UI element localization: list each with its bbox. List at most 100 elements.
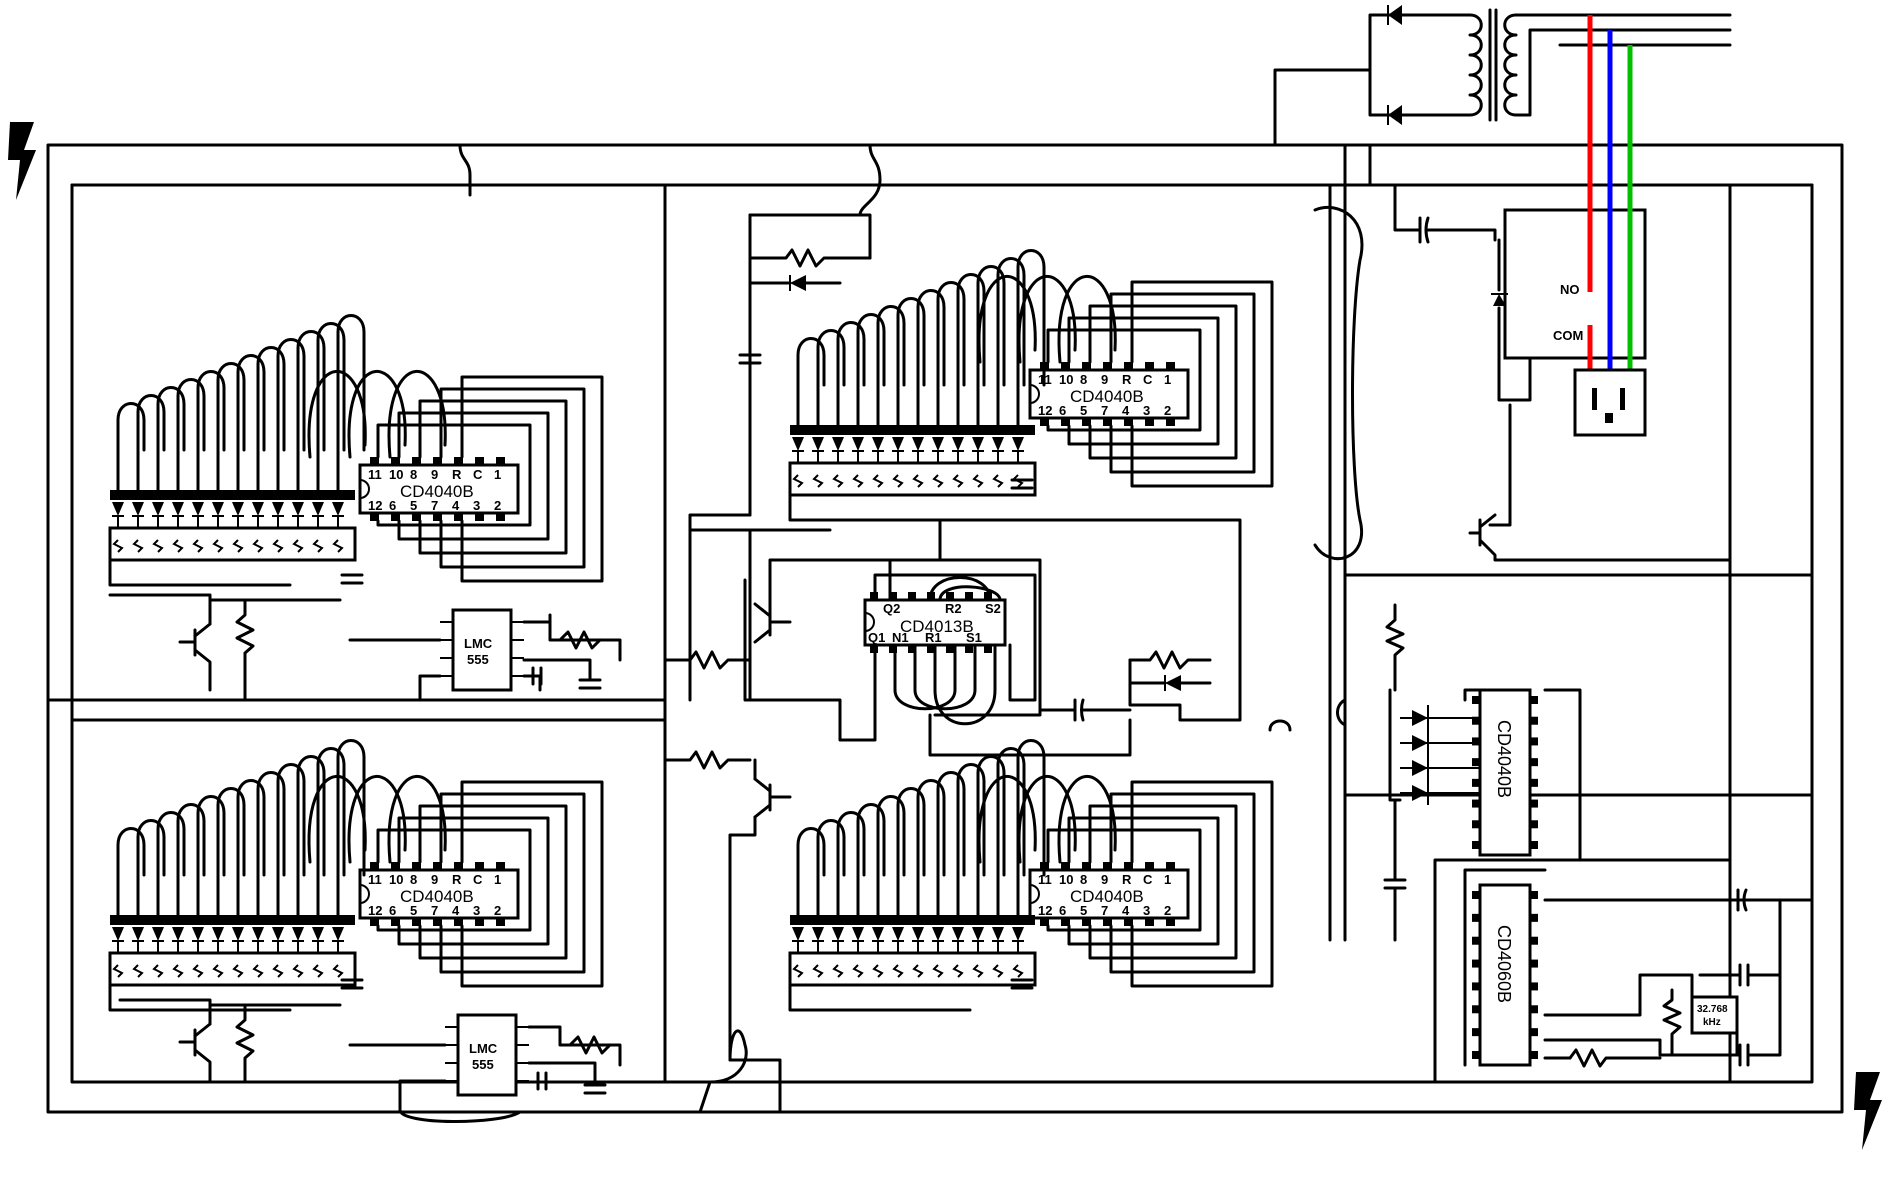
lightning-bolt-icon [1854,1072,1882,1150]
chip-pin [1166,418,1175,426]
chip-pin [433,457,442,465]
timer-label: LMC [464,636,493,651]
counter-arc [977,275,1037,364]
resistor-icon [252,515,264,553]
timer-label: LMC [469,1041,498,1056]
led-wire [876,305,906,427]
chip-pin [927,645,935,653]
chip-pin [1472,1051,1480,1059]
resistor-icon [972,940,984,978]
diode-icon [1128,675,1212,691]
led-wire [996,257,1026,427]
pin-label: R [1122,872,1132,887]
chip-pin [391,513,400,521]
led-wire [216,787,246,917]
diode-icon [1012,927,1024,941]
transistor-icon [753,602,792,644]
diode-icon [172,502,184,516]
diode-icon [172,927,184,941]
resistor-icon [872,450,884,488]
resistor-icon [952,450,964,488]
chip-pin [496,513,505,521]
chip-pin [1166,362,1175,370]
led-wire [336,739,366,917]
diode-icon [1387,105,1402,125]
resistor-icon [852,450,864,488]
capacitor-icon [1010,978,1034,990]
pin-label: 4 [452,903,460,918]
led-wire [796,337,826,427]
chip-notch [359,884,370,904]
resistor-icon [932,940,944,978]
resistor-icon [748,248,872,268]
ff-pin-label: N1 [892,630,909,645]
capacitor-icon [340,573,364,585]
led-wire [856,803,886,917]
chip-pin [370,457,379,465]
chip-pin [412,862,421,870]
crystal-unit: kHz [1703,1017,1721,1028]
diode-icon [792,927,804,941]
resistor-icon [558,630,602,650]
resistor-array [788,461,1037,497]
resistor-icon [152,940,164,978]
led-wire [196,370,226,492]
pin-label: 6 [1059,403,1066,418]
pin-label: C [1143,372,1153,387]
diode-icon [832,927,844,941]
resistor-icon [172,515,184,553]
led-wire [236,354,266,492]
counter-wire [1130,280,1274,488]
return-wire [108,558,292,587]
resistor-icon [232,940,244,978]
resistor-icon [892,940,904,978]
chip-pin [1530,1028,1538,1037]
led-wire [816,329,846,427]
counter-name: CD4040B [400,482,474,501]
chip-pin [965,645,973,653]
counter-arc [1017,775,1077,864]
counter-name: CD4040B [1070,387,1144,406]
counter-wire [460,780,604,988]
counter-chip [358,463,520,515]
counter-wire [1046,328,1202,432]
chip-pin [1145,862,1154,870]
pin-label: 2 [1164,903,1171,918]
diode-icon [1491,293,1508,306]
led-wire [216,362,246,492]
resistor-icon [172,940,184,978]
resistor-icon [132,940,144,978]
chip-pin [1124,362,1133,370]
pin-label: C [1143,872,1153,887]
led-wire [196,795,226,917]
chip-pin [1530,820,1538,829]
diode-icon [152,502,164,516]
diode-icon [312,502,324,516]
pin-label: 10 [389,872,403,887]
chip-pin [1166,862,1175,870]
counter-wire [418,399,568,555]
pin-label: 5 [1080,403,1087,418]
chip-pin [1145,418,1154,426]
ff-pin-label: S1 [966,630,982,645]
diode-icon [812,437,824,451]
led-wire [996,747,1026,917]
led-wire [296,330,326,492]
resistor-icon [252,940,264,978]
chip-pin [1103,918,1112,926]
resistor-icon [932,450,944,488]
led-wire [276,763,306,917]
chip-pin [1530,737,1538,746]
diode-icon [892,927,904,941]
chip-notch [1029,884,1040,904]
led-wire [856,313,886,427]
resistor-array [108,526,357,562]
diode-icon [132,927,144,941]
wire-crossings [398,143,1364,1123]
capacitor-icon [1010,478,1034,490]
chip-pin [1530,1005,1538,1014]
counter-name: CD4040B [1070,887,1144,906]
chip-pin [1124,418,1133,426]
oscillator-chip: CD4060B [1472,883,1538,1067]
resistor-icon [192,515,204,553]
